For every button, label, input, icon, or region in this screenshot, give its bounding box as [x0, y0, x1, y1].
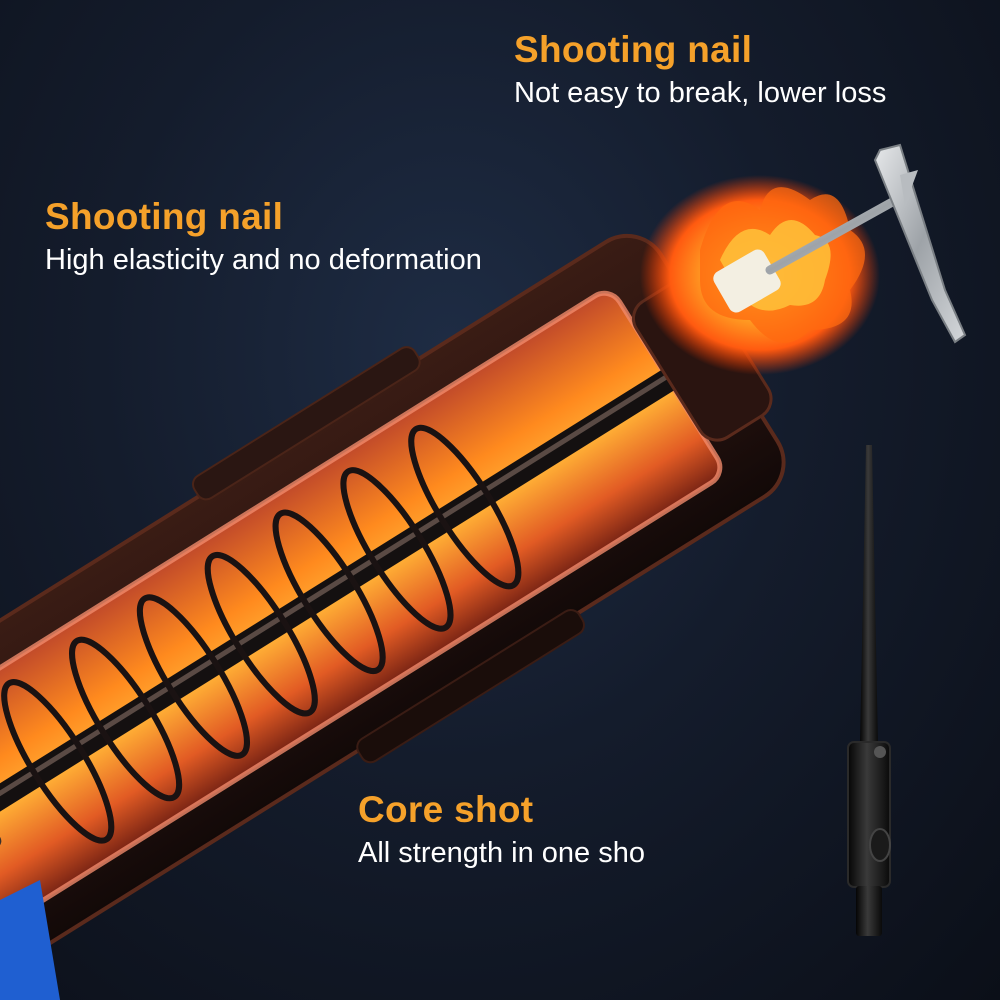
handle — [0, 880, 60, 1000]
callout-title: Core shot — [358, 789, 534, 830]
callout-title: Shooting nail — [514, 29, 753, 70]
callout-shooting-nail-top: Shooting nail Not easy to break, lower l… — [514, 29, 887, 111]
tool-barrel — [0, 233, 786, 971]
callout-description: Not easy to break, lower loss — [514, 76, 887, 109]
core-shot-pin — [847, 445, 891, 936]
callout-description: All strength in one sho — [358, 836, 645, 869]
callout-core-shot: Core shot All strength in one sho — [358, 789, 645, 871]
nail-bracket — [765, 143, 967, 344]
callout-shooting-nail-left: Shooting nail High elasticity and no def… — [45, 196, 482, 278]
callout-title: Shooting nail — [45, 196, 284, 237]
callout-description: High elasticity and no deformation — [45, 243, 482, 276]
